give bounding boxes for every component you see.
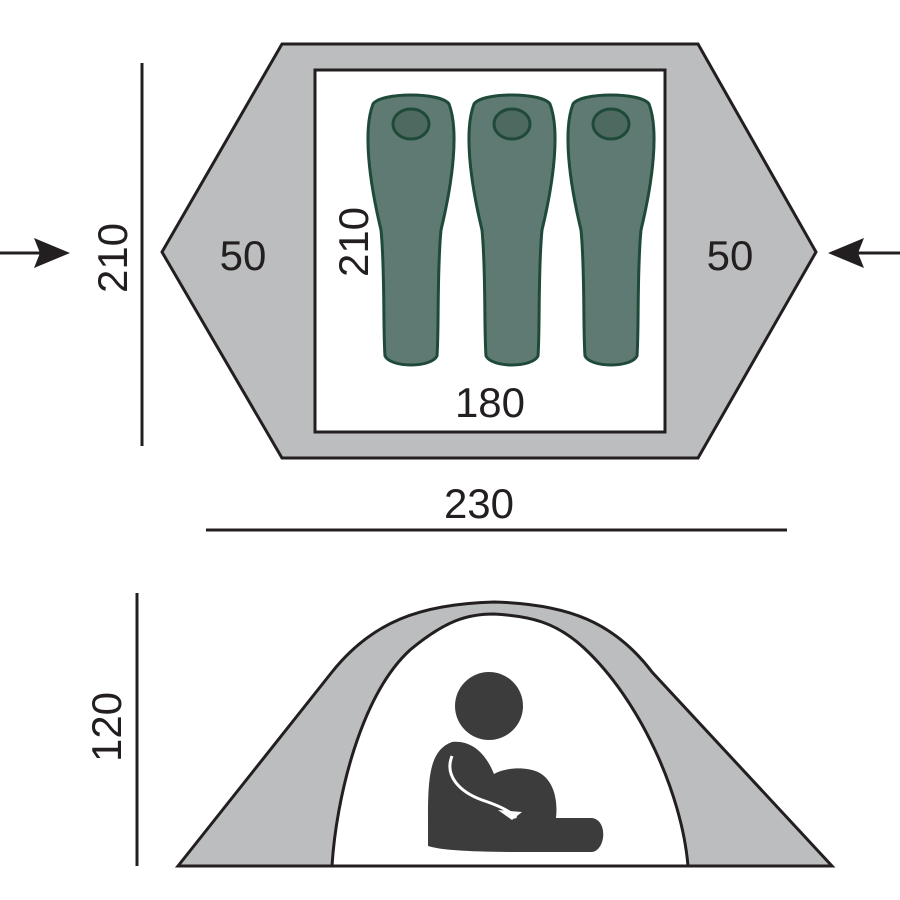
- entrance-arrow-right-icon: [828, 238, 900, 268]
- entrance-arrow-left-icon: [0, 238, 70, 268]
- sleeping-bag-hood-icon: [391, 107, 431, 141]
- overall-depth-label: 210: [89, 223, 136, 293]
- sleeping-bag-hood-icon: [591, 107, 631, 141]
- overall-width-label: 230: [444, 480, 514, 527]
- seated-person-icon: [428, 672, 604, 852]
- height-label: 120: [83, 692, 130, 762]
- side-door-opening: [330, 612, 690, 868]
- plan-view: 50 50 210 180 210 230: [0, 42, 900, 532]
- vestibule-right-label: 50: [707, 232, 754, 279]
- sleeping-bags: [366, 93, 656, 367]
- inner-width-label: 180: [455, 379, 525, 426]
- vestibule-left-label: 50: [220, 232, 267, 279]
- sleeping-bag: [366, 93, 456, 367]
- inner-depth-label: 210: [330, 207, 377, 277]
- side-view: 120: [83, 593, 836, 868]
- sleeping-bag: [566, 93, 656, 367]
- sleeping-bag: [467, 93, 557, 367]
- sleeping-bag-hood-icon: [492, 107, 532, 141]
